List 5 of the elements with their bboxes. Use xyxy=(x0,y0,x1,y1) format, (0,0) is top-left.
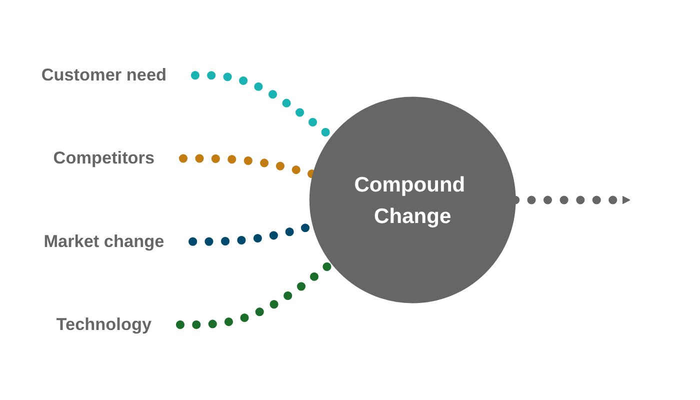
node-text: Market change xyxy=(44,232,164,251)
node-text: Competitors xyxy=(53,148,155,168)
node-text: Technology xyxy=(56,314,152,334)
node-text: Customer need xyxy=(41,65,167,84)
node-circle: Compound Change xyxy=(309,96,516,304)
